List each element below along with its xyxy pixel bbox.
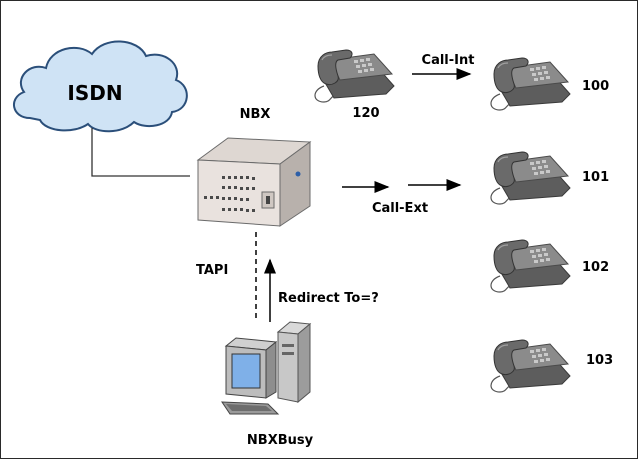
isdn-cloud bbox=[13, 40, 188, 133]
phone-120-icon bbox=[314, 49, 395, 103]
nbxbusy-label: NBXBusy bbox=[247, 433, 314, 448]
tapi-label: TAPI bbox=[196, 263, 228, 278]
phone-100-label: 100 bbox=[582, 79, 609, 94]
phone-103-label: 103 bbox=[586, 353, 613, 368]
nbx-server-icon bbox=[196, 137, 312, 227]
nbx-label: NBX bbox=[240, 107, 271, 122]
phone-120-label: 120 bbox=[352, 106, 379, 121]
phone-103-icon bbox=[490, 339, 571, 393]
nbxbusy-computer-icon bbox=[221, 321, 312, 415]
phone-101-label: 101 bbox=[582, 170, 609, 185]
call-ext-label: Call-Ext bbox=[372, 201, 428, 216]
phone-102-label: 102 bbox=[582, 260, 609, 275]
redirect-label: Redirect To=? bbox=[278, 291, 379, 306]
isdn-label: ISDN bbox=[67, 81, 122, 105]
phone-102-icon bbox=[490, 239, 571, 293]
phone-101-icon bbox=[490, 151, 571, 205]
phone-100-icon bbox=[490, 57, 571, 111]
call-int-label: Call-Int bbox=[422, 53, 475, 68]
isdn-nbx-link bbox=[91, 128, 190, 177]
